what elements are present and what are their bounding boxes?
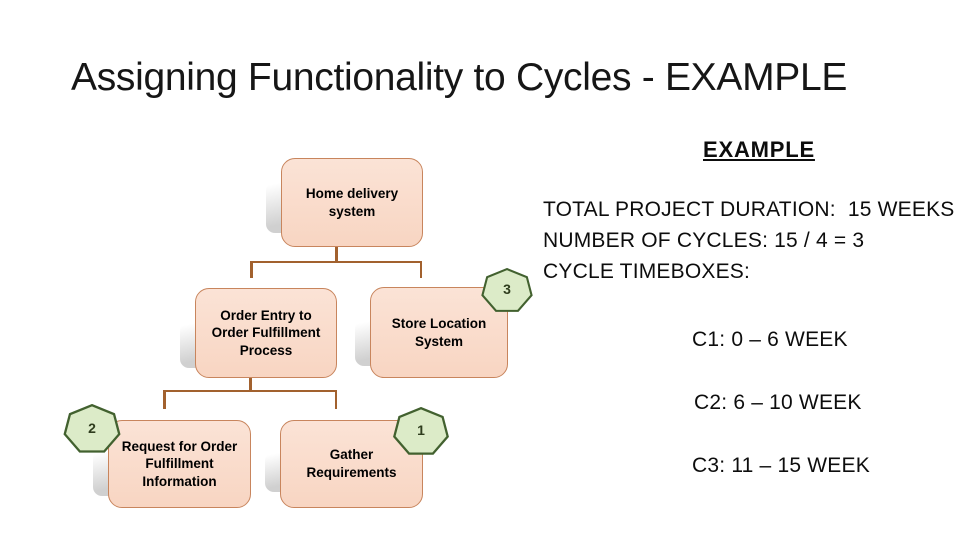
cycle-timeboxes-label: CYCLE TIMEBOXES: — [543, 260, 751, 283]
org-node-label: Store Location System — [391, 315, 487, 349]
org-node-home-delivery-system: Home delivery system — [281, 158, 423, 247]
timebox-c2: C2: 6 – 10 WEEK — [694, 391, 862, 414]
org-node-label: Request for Order Fulfillment Informatio… — [121, 438, 238, 489]
org-node-order-entry-process: Order Entry to Order Fulfillment Process — [195, 288, 337, 378]
heptagon-icon — [393, 407, 449, 455]
org-node-label: Order Entry to Order Fulfillment Process — [211, 307, 321, 358]
connector-root-right-stub — [419, 260, 422, 278]
cycle-badge-number: 3 — [503, 281, 511, 297]
number-of-cycles-line: NUMBER OF CYCLES: 15 / 4 = 3 — [543, 229, 865, 252]
org-node-request-order-fulfillment-info: Request for Order Fulfillment Informatio… — [108, 420, 251, 508]
example-heading: EXAMPLE — [703, 137, 815, 162]
connector-level2-left-stub — [163, 389, 166, 409]
org-node-label: Home delivery system — [305, 185, 399, 219]
connector-root-left-stub — [250, 260, 253, 278]
connector-root-vertical — [335, 243, 338, 262]
heptagon-icon — [481, 268, 533, 312]
cycle-badge-number: 1 — [417, 422, 425, 438]
org-node-store-location-system: Store Location System — [370, 287, 508, 378]
connector-level2-right-stub — [334, 389, 337, 409]
connector-level2-horizontal — [163, 389, 337, 392]
cycle-badge-number: 2 — [88, 419, 96, 436]
total-duration-line: TOTAL PROJECT DURATION: 15 WEEKS — [543, 198, 955, 221]
cycle-badge-3: 3 — [478, 268, 536, 314]
timebox-c3: C3: 11 – 15 WEEK — [692, 454, 870, 477]
cycle-badge-1: 1 — [392, 407, 450, 457]
connector-root-horizontal — [250, 260, 422, 263]
timebox-c1: C1: 0 – 6 WEEK — [692, 328, 848, 351]
slide-title: Assigning Functionality to Cycles - EXAM… — [71, 56, 848, 99]
cycle-badge-2: 2 — [62, 404, 122, 455]
org-node-gather-requirements: Gather Requirements — [280, 420, 423, 508]
connector-level2-vertical — [249, 378, 252, 392]
org-node-label: Gather Requirements — [306, 447, 397, 480]
heptagon-icon — [63, 404, 121, 453]
project-info-block: TOTAL PROJECT DURATION: 15 WEEKS NUMBER … — [543, 194, 955, 287]
